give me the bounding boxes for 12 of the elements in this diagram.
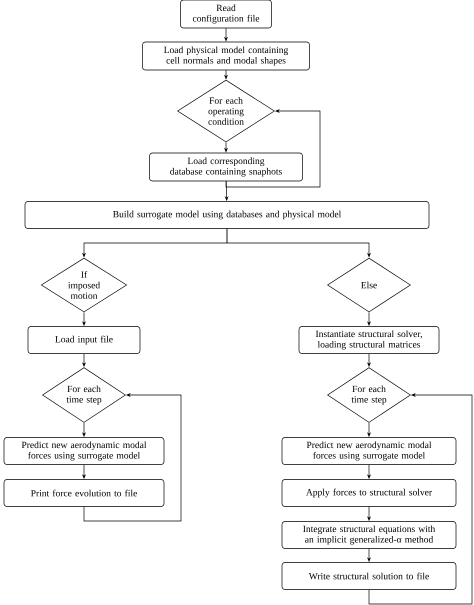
process-box: Predict new aerodynamic modal forces using surrogate model [282,437,456,465]
process-box: Write structural solution to file [282,562,456,590]
process-box: Predict new aerodynamic modal forces using surrogate model [4,437,164,465]
process-box: Load physical model containing cell normals and modal shapes [142,42,310,70]
process-box: Integrate structural equations with an implicit generalized-α method [282,521,456,549]
process-box: Load corresponding database containing snaphots [149,152,303,182]
process-box: Load input file [28,326,140,354]
process-box: Instantiate structural solver, loading structural matrices [298,326,440,354]
process-box: Read configuration file [180,0,272,28]
process-box: Apply forces to structural solver [282,479,456,507]
process-box: Print force evolution to file [4,479,164,507]
process-box: Build surrogate model using databases and physical model [24,201,430,229]
